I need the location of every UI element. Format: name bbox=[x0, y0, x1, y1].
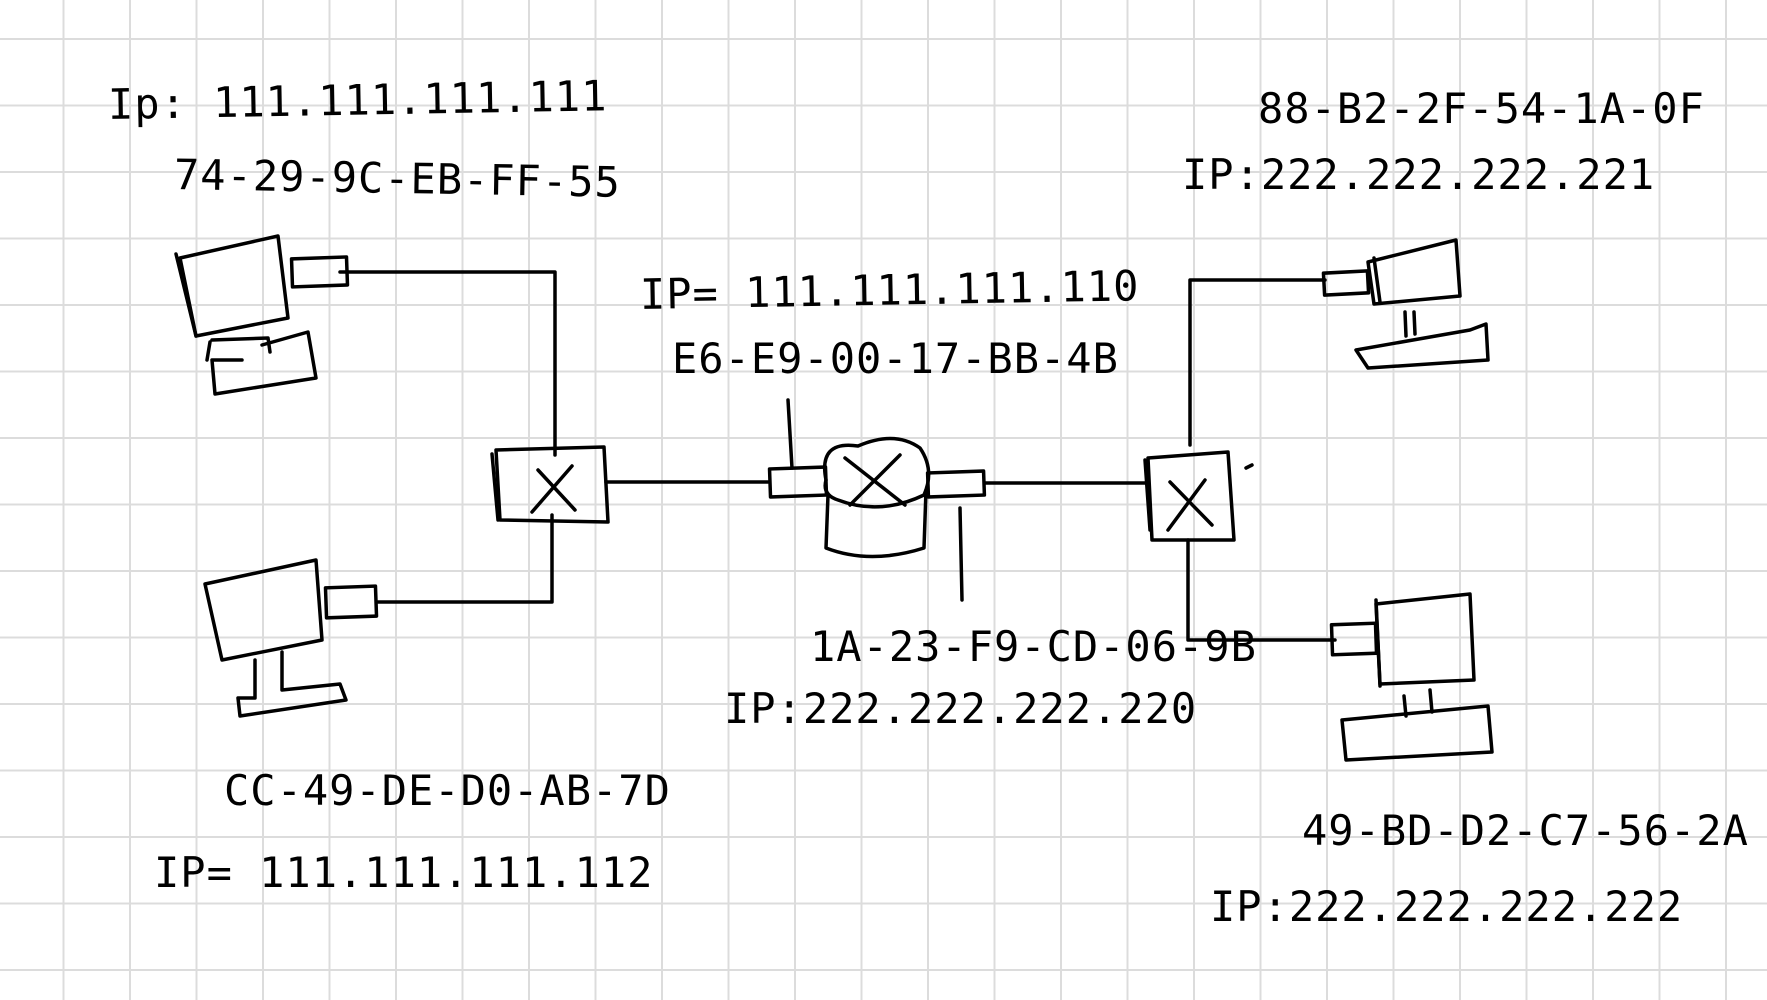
link-host-top-left-to-switch-left bbox=[338, 270, 557, 457]
router-right-ip-label: IP:222.222.222.220 bbox=[724, 684, 1198, 733]
switch-right-icon bbox=[1143, 450, 1254, 542]
host-bottom-right-computer-icon bbox=[1329, 592, 1494, 762]
host-top-left-ip-label: Ip: 111.111.111.111 bbox=[107, 71, 608, 129]
host-bottom-right-mac-label: 49-BD-D2-C7-56-2A bbox=[1302, 806, 1749, 855]
host-top-right-computer-icon bbox=[1321, 238, 1490, 370]
host-bottom-left-computer-icon bbox=[203, 558, 379, 718]
router-left-ip-label: IP= 111.111.111.110 bbox=[639, 261, 1140, 319]
host-bottom-right-ip-label: IP:222.222.222.222 bbox=[1210, 882, 1684, 931]
router-right-mac-label: 1A-23-F9-CD-06-9B bbox=[810, 622, 1257, 671]
host-top-left-computer-icon bbox=[174, 234, 350, 396]
host-bottom-left-ip-label: IP= 111.111.111.112 bbox=[154, 848, 654, 897]
links bbox=[338, 270, 1337, 642]
host-top-right-ip-label: IP:222.222.222.221 bbox=[1182, 150, 1656, 199]
host-bottom-left-mac-label: CC-49-DE-D0-AB-7D bbox=[224, 766, 671, 815]
host-top-right-mac-label: 88-B2-2F-54-1A-0F bbox=[1258, 84, 1705, 133]
router-left-mac-label: E6-E9-00-17-BB-4B bbox=[672, 334, 1119, 383]
switch-left-icon bbox=[490, 445, 610, 524]
link-switch-right-to-host-top-right bbox=[1188, 278, 1327, 447]
link-switch-right-to-host-bottom-right bbox=[1186, 538, 1337, 642]
router-icon bbox=[767, 398, 987, 602]
host-top-left-mac-label: 74-29-9C-EB-FF-55 bbox=[173, 150, 622, 207]
link-host-bottom-left-to-switch-left bbox=[376, 513, 554, 604]
